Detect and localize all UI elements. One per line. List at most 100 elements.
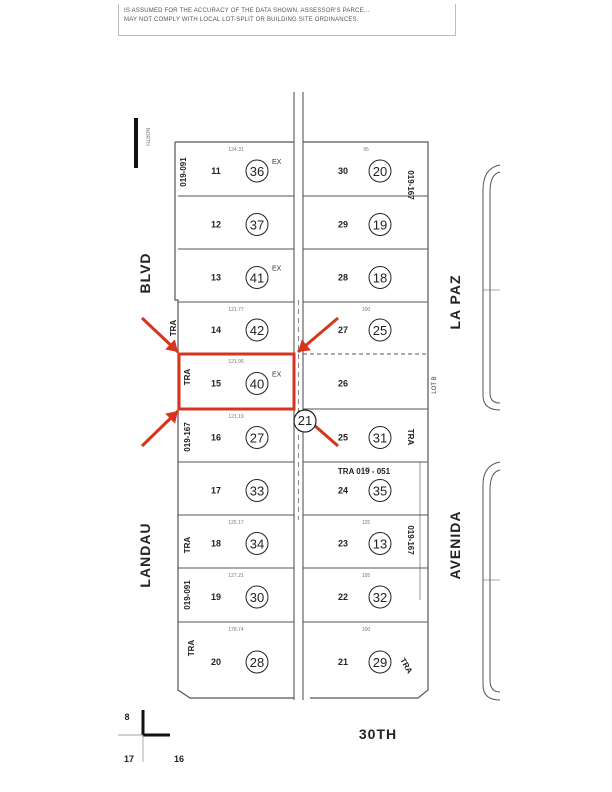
parcel-number: 37 <box>250 218 264 233</box>
lot-number: 17 <box>211 486 221 496</box>
lot-number: 21 <box>338 657 348 667</box>
lot-dimension: 121.77 <box>228 307 244 313</box>
tra-label-center: TRA 019 - 051 <box>338 467 391 476</box>
block-label-17: 17 <box>124 754 134 764</box>
alley-parcel-marker: 21 <box>293 409 317 433</box>
parcel-number: 18 <box>373 271 387 286</box>
parcel-circle <box>368 213 392 236</box>
lot-dimension: 95 <box>363 147 369 153</box>
north-arrow-icon: NORTH <box>134 118 150 168</box>
disclaimer-notice: IS ASSUMED FOR THE ACCURACY OF THE DATA … <box>118 4 456 36</box>
lot-number: 19 <box>211 592 221 602</box>
lot-dimension: 126 <box>362 467 371 473</box>
parcel-circle <box>245 213 269 236</box>
exception-label: EX <box>272 266 282 273</box>
highlighted-parcel-frame <box>177 352 296 411</box>
lot-dimension: 125.17 <box>228 520 244 526</box>
lot-number: 12 <box>211 220 221 230</box>
parcel-number: 13 <box>373 537 387 552</box>
parcel-circle <box>245 266 269 289</box>
lot-dimension: 100 <box>362 627 371 633</box>
parcel-circle <box>245 479 269 502</box>
block-label-16: 16 <box>174 754 184 764</box>
parcel-circle <box>368 426 392 449</box>
block-corner-marker <box>141 710 170 737</box>
lot-number: 26 <box>338 379 348 389</box>
parcel-circle <box>245 585 269 609</box>
highlight-arrow-icon <box>140 316 180 354</box>
lot-number: 27 <box>338 325 348 335</box>
parcel-circle <box>368 532 392 555</box>
parcel-number: 32 <box>373 590 387 605</box>
lot-number: 20 <box>211 657 221 667</box>
street-label-30th: 30TH <box>359 726 397 742</box>
parcel-number: 40 <box>250 377 264 392</box>
parcel-circle <box>245 159 269 183</box>
parcel-circle <box>368 318 392 342</box>
parcel-circle <box>368 650 392 674</box>
tra-label: TRA <box>183 369 192 386</box>
block-label-8: 8 <box>124 712 129 722</box>
lot-b-label: LOT B <box>432 376 438 393</box>
lot-dimension: 178.74 <box>228 627 244 633</box>
lot-dimension: 121.96 <box>228 359 244 365</box>
exception-label: EX <box>272 372 282 379</box>
parcel-circle <box>245 426 269 449</box>
lot-number: 13 <box>211 273 221 283</box>
street-label-landau: LANDAU <box>137 522 153 587</box>
highlight-arrow-icon <box>140 409 180 448</box>
tra-label: 019-167 <box>406 525 415 555</box>
lot-dimension: 127.21 <box>228 573 244 579</box>
tra-label: TRA <box>406 429 415 446</box>
parcel-circle <box>245 650 269 674</box>
east-block <box>303 141 429 699</box>
parcel-number: 34 <box>250 537 264 552</box>
lot-number: 29 <box>338 220 348 230</box>
parcel-number: 29 <box>373 655 387 670</box>
lot-number: 30 <box>338 166 348 176</box>
lot-dimension: 125 <box>362 520 371 526</box>
svg-text:NORTH: NORTH <box>144 128 150 146</box>
street-label-avenida: AVENIDA <box>447 511 463 580</box>
exception-label: EX <box>272 159 282 166</box>
tra-label: 019-091 <box>183 580 192 610</box>
lot-dimension: 124.31 <box>228 147 244 153</box>
parcel-circle <box>245 532 269 555</box>
alley-parcel-number: 21 <box>298 413 312 428</box>
lot-number: 18 <box>211 539 221 549</box>
lot-number: 15 <box>211 379 221 389</box>
parcel-circle <box>368 479 392 502</box>
lot-dimension: 121.19 <box>228 414 244 420</box>
lot-dimension: 105 <box>362 573 371 579</box>
lot-number: 28 <box>338 273 348 283</box>
parcel-circle <box>245 372 269 395</box>
disclaimer-line-2: MAY NOT COMPLY WITH LOCAL LOT-SPLIT OR B… <box>124 17 359 23</box>
lot-dimension: 100 <box>362 307 371 313</box>
highlight-arrow-icon <box>297 316 339 354</box>
lot-number: 22 <box>338 592 348 602</box>
lot-number: 11 <box>211 166 221 176</box>
parcel-number: 25 <box>373 323 387 338</box>
parcel-circle <box>368 159 392 183</box>
lot-number: 23 <box>338 539 348 549</box>
parcel-number: 42 <box>250 323 264 338</box>
parcel-number: 33 <box>250 484 264 499</box>
tra-label: 019-091 <box>179 157 188 187</box>
parcel-number: 27 <box>250 431 264 446</box>
west-block <box>174 141 294 699</box>
parcel-number: 31 <box>373 431 387 446</box>
parcel-number: 30 <box>250 590 264 605</box>
parcel-number: 41 <box>250 271 264 286</box>
lot-number: 14 <box>211 325 221 335</box>
tra-label: TRA <box>187 640 196 657</box>
lot-number: 24 <box>338 486 348 496</box>
parcel-number: 28 <box>250 655 264 670</box>
parcel-circle <box>368 266 392 289</box>
tra-label: TRA <box>169 320 178 337</box>
la-paz-curb <box>482 164 501 701</box>
tra-label: TRA <box>183 537 192 554</box>
lot-number: 16 <box>211 433 221 443</box>
disclaimer-line-1: IS ASSUMED FOR THE ACCURACY OF THE DATA … <box>124 8 370 14</box>
parcel-circle <box>368 585 392 609</box>
